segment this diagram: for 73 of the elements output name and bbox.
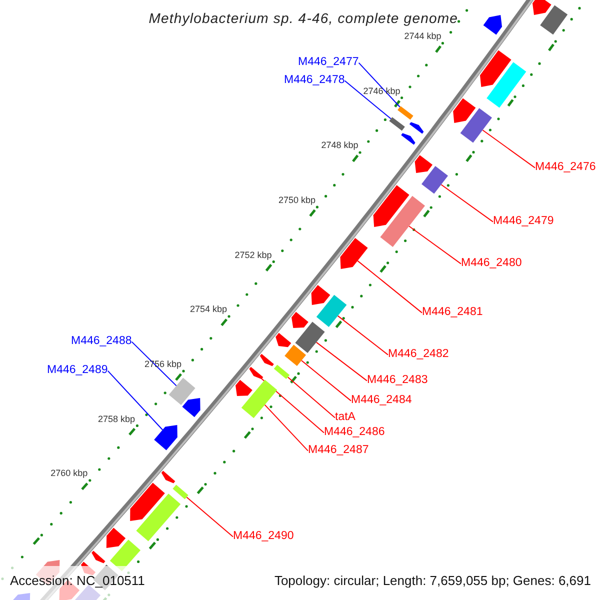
gene-block [422,166,448,194]
gene-label: M446_2482 [388,349,449,360]
gene-feature [483,15,502,35]
leader-line [357,260,422,314]
gene-feature [236,380,252,396]
gene-feature [182,398,200,418]
gene-feature [401,133,416,145]
leader-line [131,341,177,386]
gene-feature [480,50,512,87]
gene-feature [292,312,308,328]
leader-line [287,376,336,418]
scale-label: 2754 kbp [190,305,228,314]
gene-label: M446_2481 [422,307,483,318]
genome-info-text: Topology: circular; Length: 7,659,055 bp; Genes: 6,691 [274,574,591,587]
gene-block [380,196,425,247]
gene-label: M446_2488 [71,336,132,348]
leader-line [107,370,164,430]
gene-feature [409,122,424,134]
gene-label: M446_2479 [493,216,554,228]
gene-label: M446_2490 [233,531,294,542]
scale-label: 2750 kbp [278,196,316,206]
leader-line [440,184,494,222]
leader-line [264,404,308,452]
leader-line [337,315,388,356]
gene-label: M446_2489 [47,365,108,376]
gene-block [389,117,405,131]
gene-label: M446_2486 [324,427,385,438]
gene-label: M446_2484 [351,395,412,406]
gene-feature [373,185,410,227]
gene-label: M446_2487 [308,445,369,456]
gene-block [241,380,278,418]
leader-line [344,80,392,120]
scale-label: 2744 kbp [404,32,442,42]
gene-block [316,294,347,327]
gene-feature [130,482,165,521]
gene-block [540,5,568,35]
gene-label: M446_2476 [535,162,596,174]
leader-line [186,496,234,538]
gene-block [274,364,290,379]
gene-feature [161,470,176,484]
scale-label: 2760 kbp [50,469,88,478]
gene-label: M446_2483 [367,375,428,386]
gene-block [295,322,325,353]
gene-block [168,378,196,405]
gene-label: M446_2477 [298,57,359,68]
leader-line [301,360,352,402]
gene-block [172,484,188,500]
gene-feature [154,425,178,450]
scale-label: 2752 kbp [234,250,272,260]
gene-block [136,494,181,542]
gene-block [486,62,526,108]
gene-feature [532,0,552,15]
accession-text: Accession: NC_010511 [10,574,145,587]
gene-label: tatA [335,412,356,424]
leader-line [316,342,368,382]
gene-feature [260,354,274,366]
gene-block [398,106,414,120]
gene-block [460,108,492,143]
gene-feature [414,155,432,173]
map-title: Methylobacterium sp. 4-46, complete genome [148,11,458,25]
gene-feature [106,528,126,548]
leader-line [358,62,400,108]
gene-feature [276,332,292,348]
scale-label: 2758 kbp [98,414,136,424]
gene-block [284,344,306,366]
gene-feature [453,98,476,123]
gene-feature [311,285,330,305]
gene-label: M446_2478 [284,75,345,86]
leader-line [408,226,462,264]
gene-label: M446_2480 [461,258,522,270]
gene-feature [340,238,368,269]
scale-label: 2748 kbp [321,141,358,150]
scale-label: 2746 kbp [363,86,400,96]
